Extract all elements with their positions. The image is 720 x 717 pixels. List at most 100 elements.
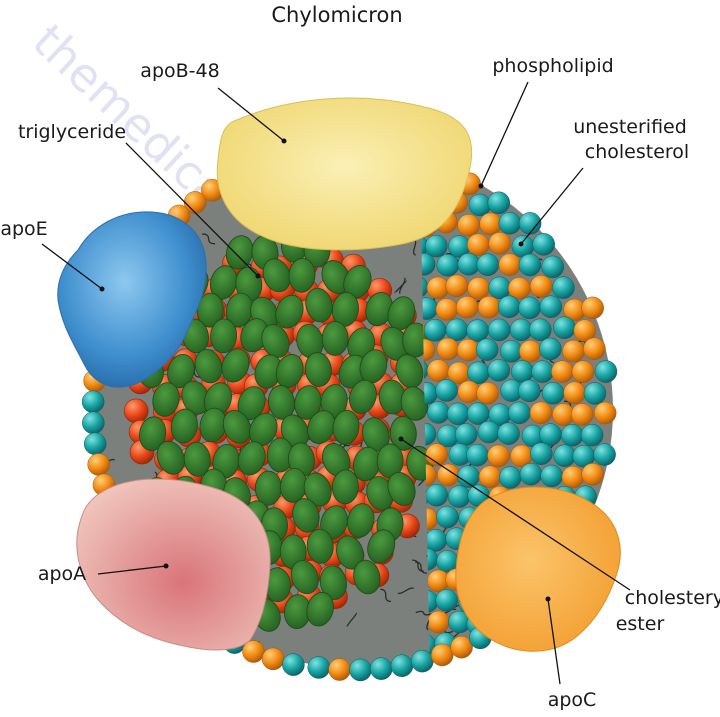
cholesterol-sphere [242, 640, 265, 663]
triglyceride-ellipse [210, 318, 238, 354]
triglyceride-ellipse [262, 258, 291, 293]
triglyceride-ellipse [349, 379, 377, 414]
phospholipid-head [539, 423, 562, 446]
label-apob48-text: apoB-48 [140, 60, 219, 82]
apoB-48-protein [216, 97, 473, 251]
cholesterol-sphere [457, 214, 480, 237]
cholesterol-sphere [551, 360, 574, 383]
phospholipid-head [307, 656, 331, 679]
triglyceride-ellipse [332, 410, 360, 445]
apoA-protein [76, 478, 271, 651]
phospholipid-head [593, 443, 616, 466]
triglyceride-ellipse [292, 498, 320, 533]
phospholipid-head [435, 379, 458, 402]
triglyceride-ellipse [261, 324, 290, 358]
cholesterol-sphere [488, 232, 511, 255]
cholesterol-sphere [570, 403, 594, 426]
cholesterol-sphere [430, 643, 454, 667]
phospholipid-head [531, 360, 554, 383]
apoC-protein [455, 486, 621, 652]
lipid-tail [415, 561, 427, 574]
label-unesterified-line2: cholesterol [585, 141, 689, 163]
phospholipid-head [411, 649, 434, 673]
cholesterol-sphere [573, 319, 597, 342]
phospholipid-head [423, 318, 447, 342]
triglyceride-ellipse [170, 408, 198, 444]
label-apoe-text: apoE [0, 218, 47, 240]
phospholipid-head [436, 505, 459, 529]
cholesterol-sphere [87, 453, 110, 476]
phospholipid-head [518, 212, 542, 235]
phospholipid-head [477, 420, 501, 444]
apoE-protein [57, 211, 207, 388]
cholesterol-sphere [426, 276, 450, 300]
cholesterol-sphere [261, 647, 285, 671]
phospholipid-head [560, 424, 584, 447]
triglyceride-ellipse [332, 469, 359, 505]
triglyceride-ellipse [183, 441, 211, 477]
phospholipid-head [82, 411, 105, 435]
cholesterol-sphere [581, 296, 604, 320]
phospholipid-head [530, 442, 553, 465]
triglyceride-ellipse [194, 349, 223, 384]
triglyceride-ellipse [306, 528, 334, 564]
phospholipid-head [499, 340, 523, 363]
phospholipid-head [447, 485, 471, 508]
label-apoc-text: apoC [548, 689, 597, 711]
cholesterol-sphere [477, 295, 501, 319]
phospholipid-head [487, 359, 510, 382]
cholesterol-sphere [571, 360, 595, 383]
label-cholesteryl-line2: ester [616, 613, 665, 635]
phospholipid-head [454, 423, 478, 446]
phospholipid-head [487, 191, 511, 215]
cholesterol-sphere [529, 401, 553, 425]
triglyceride-ellipse [387, 472, 416, 506]
lipid-tail [412, 559, 424, 572]
phospholipid-head [457, 465, 480, 488]
cholesterol-sphere [561, 465, 585, 489]
phospholipid-head [539, 295, 563, 318]
phospholipid-head [541, 382, 565, 405]
phospholipid-head [553, 444, 576, 467]
lipid-tail [380, 588, 392, 603]
phospholipid-head [594, 360, 618, 383]
phospholipid-head [580, 423, 604, 447]
cholesterol-sphere [328, 658, 351, 681]
triglyceride-ellipse [294, 385, 322, 420]
phospholipid-head [475, 338, 499, 361]
cholesterol-sphere [487, 444, 510, 468]
phospholipid-head [539, 337, 562, 361]
triglyceride-ellipse [367, 529, 396, 564]
phospholipid-head [457, 252, 481, 276]
cholesterol-sphere [445, 274, 469, 298]
triglyceride-ellipse [222, 410, 252, 444]
phospholipid-head [499, 466, 522, 489]
cholesterol-sphere [529, 275, 553, 298]
phospholipid-head [83, 432, 107, 455]
phospholipid-head [282, 653, 305, 676]
triglyceride-ellipse [303, 472, 332, 507]
phospholipid-head [468, 193, 492, 217]
label-unesterified-cholesterol: unesterified cholesterol [518, 116, 689, 247]
triglyceride-ellipse [389, 415, 417, 451]
phospholipid-head [529, 318, 552, 342]
cholesteryl-ester-sphere [123, 398, 149, 424]
phospholipid-head [497, 422, 520, 445]
phospholipid-head [466, 319, 489, 342]
phospholipid-head [81, 390, 105, 414]
cholesterol-sphere [455, 295, 479, 319]
phospholipid-head [446, 402, 470, 426]
phospholipid-head [436, 254, 460, 277]
cholesterol-sphere [427, 610, 450, 634]
label-triglyceride-text: triglyceride [18, 121, 126, 143]
cholesterol-sphere [435, 298, 459, 321]
triglyceride-ellipse [306, 592, 334, 627]
phospholipid-head [487, 318, 511, 342]
triglyceride-ellipse [254, 470, 282, 506]
phospholipid-head [424, 529, 448, 552]
phospholipid-head [583, 382, 607, 405]
phospholipid-head [390, 654, 414, 677]
phospholipid-head [488, 276, 511, 300]
lipid-tail [399, 277, 406, 295]
